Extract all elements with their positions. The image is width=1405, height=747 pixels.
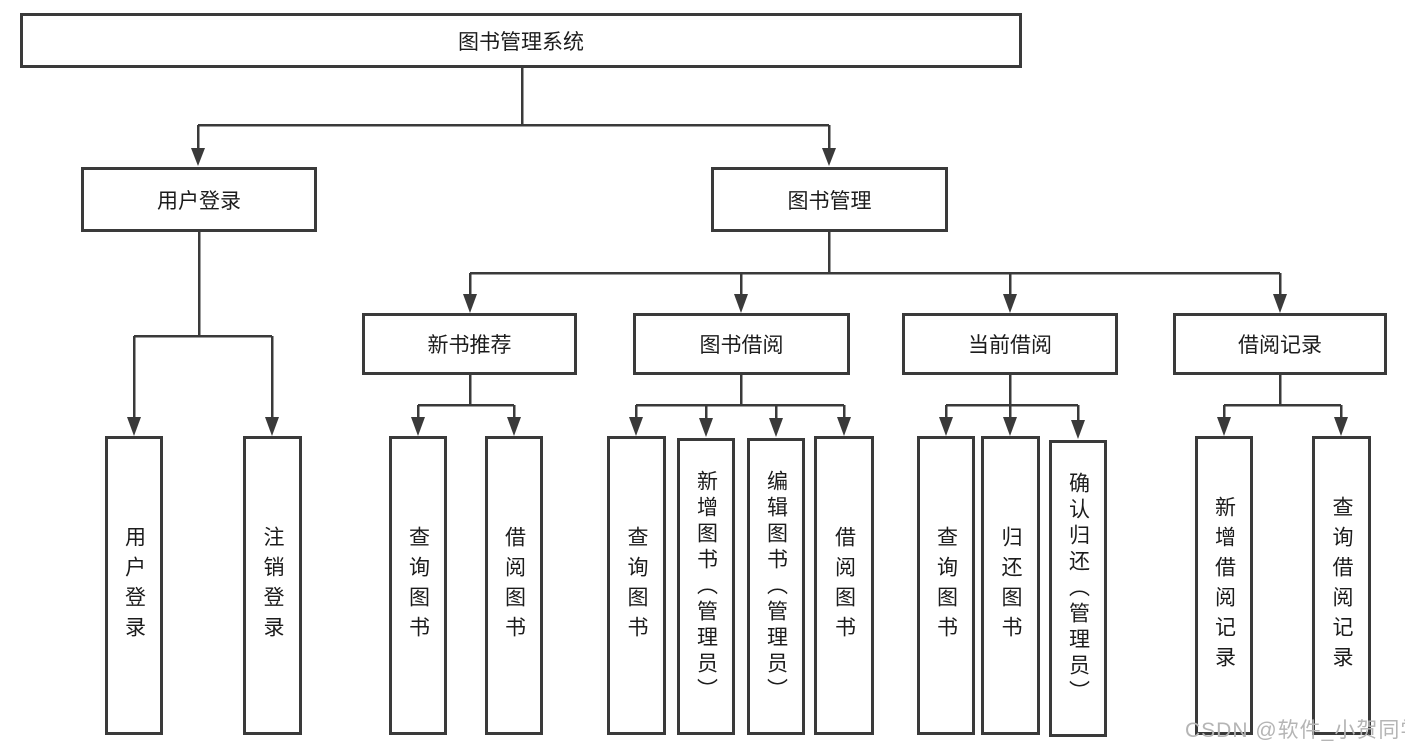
node-borrowing-records: 借阅记录 bbox=[1173, 313, 1387, 375]
node-query-borrow-record: 查询借阅记录 bbox=[1312, 436, 1371, 735]
node-book-borrowing: 图书借阅 bbox=[633, 313, 850, 375]
node-user-login-action: 用户登录 bbox=[105, 436, 163, 735]
node-edit-books-admin: 编辑图书（管理员） bbox=[747, 438, 805, 735]
arrow-icon bbox=[822, 148, 836, 166]
node-logout: 注销登录 bbox=[243, 436, 302, 735]
arrow-icon bbox=[1217, 417, 1231, 436]
connector-segments bbox=[132, 68, 1343, 421]
connector-user-login bbox=[132, 232, 274, 421]
arrow-icon bbox=[1003, 294, 1017, 313]
connector-records bbox=[1222, 375, 1343, 421]
connector-current bbox=[944, 375, 1080, 421]
node-new-book-recommend: 新书推荐 bbox=[362, 313, 577, 375]
arrow-icon bbox=[507, 417, 521, 436]
arrow-icon bbox=[939, 417, 953, 436]
node-label: 编辑图书（管理员） bbox=[764, 469, 788, 704]
watermark: CSDN @软件_小贺同学 bbox=[1185, 719, 1405, 742]
node-label: 确认归还（管理员） bbox=[1066, 471, 1090, 706]
node-label: 图书管理 bbox=[787, 189, 872, 213]
node-label: 注销登录 bbox=[261, 525, 284, 646]
arrow-icon bbox=[1273, 294, 1287, 313]
node-label: 查询借阅记录 bbox=[1330, 495, 1353, 676]
node-query-books-current: 查询图书 bbox=[917, 436, 975, 735]
node-label: 借阅图书 bbox=[502, 525, 526, 646]
node-user-login: 用户登录 bbox=[81, 167, 317, 232]
arrow-icon bbox=[769, 418, 783, 437]
node-current-borrowing: 当前借阅 bbox=[902, 313, 1118, 375]
node-book-management: 图书管理 bbox=[711, 167, 948, 232]
node-label: 查询图书 bbox=[406, 525, 430, 646]
node-label: 图书借阅 bbox=[699, 334, 784, 357]
arrow-icon bbox=[699, 418, 713, 437]
node-label: 借阅图书 bbox=[832, 525, 856, 646]
node-confirm-return-admin: 确认归还（管理员） bbox=[1049, 440, 1107, 737]
node-query-books-borrowing: 查询图书 bbox=[607, 436, 666, 735]
node-label: 图书管理系统 bbox=[458, 30, 584, 54]
node-borrow-books-recommend: 借阅图书 bbox=[485, 436, 543, 735]
connector-borrowing bbox=[634, 375, 846, 421]
node-label: 用户登录 bbox=[122, 525, 146, 646]
arrow-icon bbox=[629, 417, 643, 436]
node-root: 图书管理系统 bbox=[20, 13, 1022, 68]
node-label: 当前借阅 bbox=[968, 334, 1052, 357]
arrow-icon bbox=[265, 417, 279, 436]
node-label: 查询图书 bbox=[934, 525, 958, 646]
node-label: 新书推荐 bbox=[427, 334, 512, 357]
arrow-icon bbox=[127, 417, 141, 436]
arrowheads bbox=[127, 148, 1348, 439]
node-label: 用户登录 bbox=[157, 189, 241, 213]
node-label: 新增借阅记录 bbox=[1212, 495, 1236, 676]
node-add-books-admin: 新增图书（管理员） bbox=[677, 438, 735, 735]
node-label: 查询图书 bbox=[625, 525, 648, 646]
node-label: 借阅记录 bbox=[1238, 334, 1322, 357]
node-label: 归还图书 bbox=[999, 525, 1022, 646]
connector-root bbox=[196, 68, 831, 151]
connector-new-book bbox=[416, 375, 516, 421]
arrow-icon bbox=[1003, 417, 1017, 436]
node-add-borrow-record: 新增借阅记录 bbox=[1195, 436, 1253, 735]
arrow-icon bbox=[411, 417, 425, 436]
arrow-icon bbox=[734, 294, 748, 313]
node-label: 新增图书（管理员） bbox=[694, 469, 718, 704]
arrow-icon bbox=[1334, 417, 1348, 436]
arrow-icon bbox=[837, 417, 851, 436]
arrow-icon bbox=[191, 148, 205, 166]
arrow-icon bbox=[463, 294, 477, 313]
arrow-icon bbox=[1071, 420, 1085, 439]
node-return-books: 归还图书 bbox=[981, 436, 1040, 735]
node-borrow-books: 借阅图书 bbox=[814, 436, 874, 735]
node-query-books-recommend: 查询图书 bbox=[389, 436, 447, 735]
connector-book-management bbox=[468, 232, 1282, 297]
